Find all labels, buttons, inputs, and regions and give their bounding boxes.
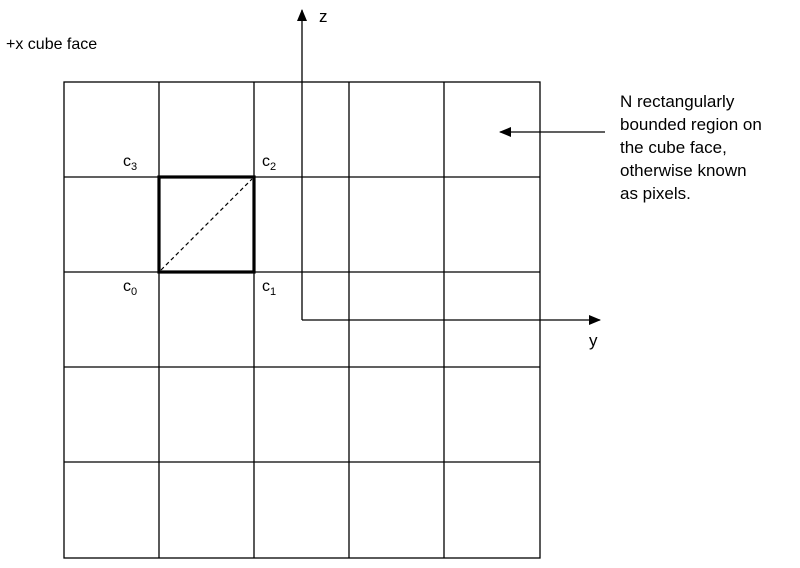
y-axis-label: y bbox=[589, 331, 598, 350]
corner-label-c0: c0 bbox=[123, 278, 138, 298]
highlighted-pixel bbox=[157, 175, 256, 274]
corner-label-c2: c2 bbox=[262, 153, 277, 173]
callout-line: as pixels. bbox=[620, 184, 691, 203]
callout-line: bounded region on bbox=[620, 115, 762, 134]
callout-line: otherwise known bbox=[620, 161, 747, 180]
pixel-callout: N rectangularly bounded region on the cu… bbox=[620, 90, 800, 205]
callout-line: the cube face, bbox=[620, 138, 727, 157]
corner-label-base: c bbox=[123, 278, 131, 295]
corner-label-subscript: 2 bbox=[270, 161, 277, 173]
callout-line: N rectangularly bbox=[620, 92, 735, 111]
corner-label-c3: c3 bbox=[123, 153, 138, 173]
corner-label-subscript: 1 bbox=[270, 286, 277, 298]
corner-label-subscript: 0 bbox=[131, 286, 138, 298]
corner-label-base: c bbox=[262, 153, 270, 170]
corner-label-c1: c1 bbox=[262, 278, 277, 298]
pixel-diagonal bbox=[160, 178, 253, 271]
face-title: +x cube face bbox=[6, 36, 98, 53]
z-axis-label: z bbox=[319, 7, 328, 26]
corner-label-base: c bbox=[123, 153, 131, 170]
corner-label-base: c bbox=[262, 278, 270, 295]
corner-label-subscript: 3 bbox=[131, 161, 138, 173]
